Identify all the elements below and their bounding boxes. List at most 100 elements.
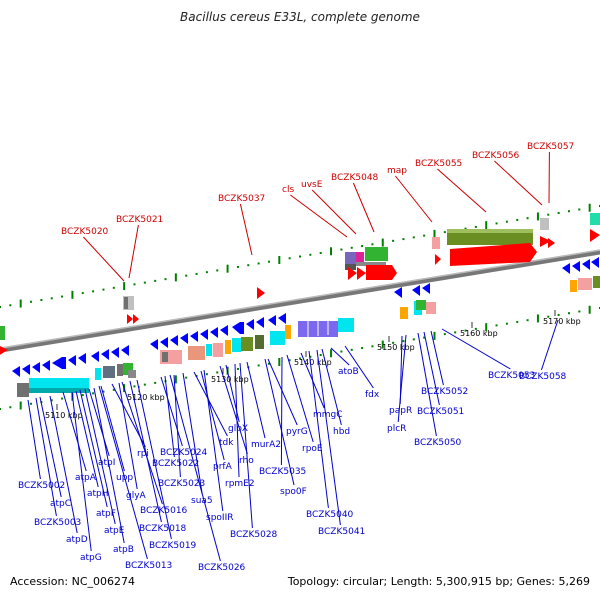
gene-arrow[interactable] bbox=[78, 353, 86, 364]
gene-block[interactable] bbox=[103, 366, 115, 378]
gene-arrow[interactable] bbox=[190, 331, 198, 342]
gene-label-below[interactable]: atpG bbox=[80, 553, 102, 563]
gene-arrow[interactable] bbox=[366, 265, 397, 280]
gene-label-below[interactable]: atpB bbox=[113, 545, 134, 555]
gene-block[interactable] bbox=[432, 237, 440, 249]
gene-label-below[interactable]: BCZK5019 bbox=[149, 541, 197, 551]
gene-block[interactable] bbox=[356, 252, 364, 264]
gene-label-below[interactable]: rpoE bbox=[302, 444, 323, 454]
gene-label-above[interactable]: BCZK5021 bbox=[116, 215, 163, 225]
gene-label-above[interactable]: BCZK5020 bbox=[61, 227, 109, 237]
gene-block[interactable] bbox=[95, 368, 101, 380]
gene-arrow[interactable] bbox=[170, 335, 178, 346]
gene-label-below[interactable]: upp bbox=[116, 473, 133, 483]
gene-label-below[interactable]: sua5 bbox=[191, 496, 213, 506]
gene-arrow[interactable] bbox=[257, 287, 265, 299]
gene-label-below[interactable]: rpi bbox=[137, 449, 149, 459]
gene-label-below[interactable]: atpC bbox=[50, 499, 71, 509]
gene-label-below[interactable]: BCZK5050 bbox=[414, 438, 462, 448]
gene-label-above[interactable]: cls bbox=[282, 185, 294, 195]
gene-label-below[interactable]: BCZK5041 bbox=[318, 527, 365, 537]
gene-label-below[interactable]: atpA bbox=[75, 473, 97, 483]
gene-label-below[interactable]: BCZK5058 bbox=[519, 372, 567, 382]
gene-block[interactable] bbox=[400, 307, 408, 319]
gene-arrow[interactable] bbox=[548, 238, 555, 248]
gene-label-below[interactable]: pyrG bbox=[286, 427, 308, 437]
gene-block[interactable] bbox=[426, 302, 436, 314]
gene-arrow[interactable] bbox=[68, 355, 76, 366]
gene-label-below[interactable]: BCZK5052 bbox=[421, 387, 468, 397]
gene-arrow[interactable] bbox=[256, 317, 264, 328]
gene-block[interactable] bbox=[590, 213, 600, 225]
gene-arrow[interactable] bbox=[101, 349, 109, 360]
gene-label-below[interactable]: atpF bbox=[96, 509, 116, 519]
gene-label-below[interactable]: murA2 bbox=[251, 440, 281, 450]
gene-arrow[interactable] bbox=[180, 333, 188, 344]
gene-block[interactable] bbox=[123, 296, 134, 310]
gene-label-above[interactable]: BCZK5055 bbox=[415, 159, 462, 169]
gene-label-below[interactable]: BCZK5028 bbox=[230, 530, 278, 540]
gene-block[interactable] bbox=[117, 364, 123, 376]
gene-block[interactable] bbox=[213, 343, 223, 357]
gene-label-below[interactable]: BCZK5016 bbox=[140, 506, 188, 516]
gene-block[interactable] bbox=[162, 352, 168, 362]
gene-arrow[interactable] bbox=[246, 319, 254, 330]
gene-arrow[interactable] bbox=[540, 236, 551, 247]
gene-arrow[interactable] bbox=[412, 285, 420, 296]
gene-label-below[interactable]: glpX bbox=[228, 424, 248, 434]
gene-arrow[interactable] bbox=[12, 366, 20, 377]
gene-arrow[interactable] bbox=[121, 345, 129, 356]
gene-label-below[interactable]: BCZK5024 bbox=[160, 448, 208, 458]
gene-label-below[interactable]: atpI bbox=[98, 458, 115, 468]
gene-arrow[interactable] bbox=[278, 313, 286, 324]
gene-arrow[interactable] bbox=[210, 327, 218, 338]
gene-label-below[interactable]: atpH bbox=[87, 489, 109, 499]
gene-arrow[interactable] bbox=[91, 351, 99, 362]
forward-genes-upper[interactable] bbox=[0, 213, 600, 356]
gene-label-below[interactable]: BCZK5018 bbox=[139, 524, 187, 534]
gene-arrow[interactable] bbox=[268, 315, 276, 326]
gene-arrow[interactable] bbox=[590, 229, 600, 242]
gene-label-below[interactable]: tdk bbox=[219, 438, 234, 448]
gene-block[interactable] bbox=[0, 326, 5, 340]
gene-label-above[interactable]: BCZK5056 bbox=[472, 151, 520, 161]
gene-label-below[interactable]: BCZK5051 bbox=[417, 407, 464, 417]
gene-label-above[interactable]: BCZK5048 bbox=[331, 173, 379, 183]
gene-arrow[interactable] bbox=[150, 339, 158, 350]
gene-block[interactable] bbox=[225, 340, 231, 354]
gene-block[interactable] bbox=[270, 331, 285, 345]
gene-arrow[interactable] bbox=[450, 243, 537, 266]
gene-block[interactable] bbox=[540, 218, 549, 230]
gene-label-below[interactable]: fdx bbox=[365, 390, 380, 400]
gene-arrow[interactable] bbox=[200, 329, 208, 340]
gene-arrow[interactable] bbox=[582, 259, 590, 270]
gene-label-below[interactable]: BCZK5022 bbox=[152, 459, 199, 469]
gene-label-above[interactable]: BCZK5057 bbox=[527, 142, 574, 152]
gene-arrow[interactable] bbox=[52, 357, 66, 369]
gene-arrow[interactable] bbox=[111, 347, 119, 358]
gene-arrow[interactable] bbox=[42, 360, 50, 371]
gene-block[interactable] bbox=[123, 363, 133, 375]
gene-arrow[interactable] bbox=[562, 263, 570, 274]
gene-arrow[interactable] bbox=[232, 322, 244, 334]
gene-block[interactable] bbox=[17, 383, 29, 397]
gene-arrow[interactable] bbox=[348, 267, 357, 280]
gene-block[interactable] bbox=[241, 337, 253, 351]
gene-label-above[interactable]: BCZK5037 bbox=[218, 194, 265, 204]
gene-label-below[interactable]: BCZK5013 bbox=[125, 561, 172, 571]
gene-label-below[interactable]: glyA bbox=[126, 491, 147, 501]
gene-arrow[interactable] bbox=[357, 267, 366, 280]
gene-label-below[interactable]: atoB bbox=[338, 367, 359, 377]
gene-label-below[interactable]: atpE bbox=[104, 526, 125, 536]
gene-label-above[interactable]: uvsE bbox=[301, 180, 323, 190]
gene-block[interactable] bbox=[188, 346, 205, 360]
gene-label-below[interactable]: rpmE2 bbox=[225, 479, 255, 489]
reverse-genes-lower[interactable] bbox=[12, 257, 600, 397]
gene-label-below[interactable]: BCZK5002 bbox=[18, 481, 65, 491]
gene-block[interactable] bbox=[593, 276, 600, 288]
gene-block[interactable] bbox=[232, 338, 241, 352]
gene-block[interactable] bbox=[255, 335, 264, 349]
gene-block[interactable] bbox=[416, 300, 426, 310]
